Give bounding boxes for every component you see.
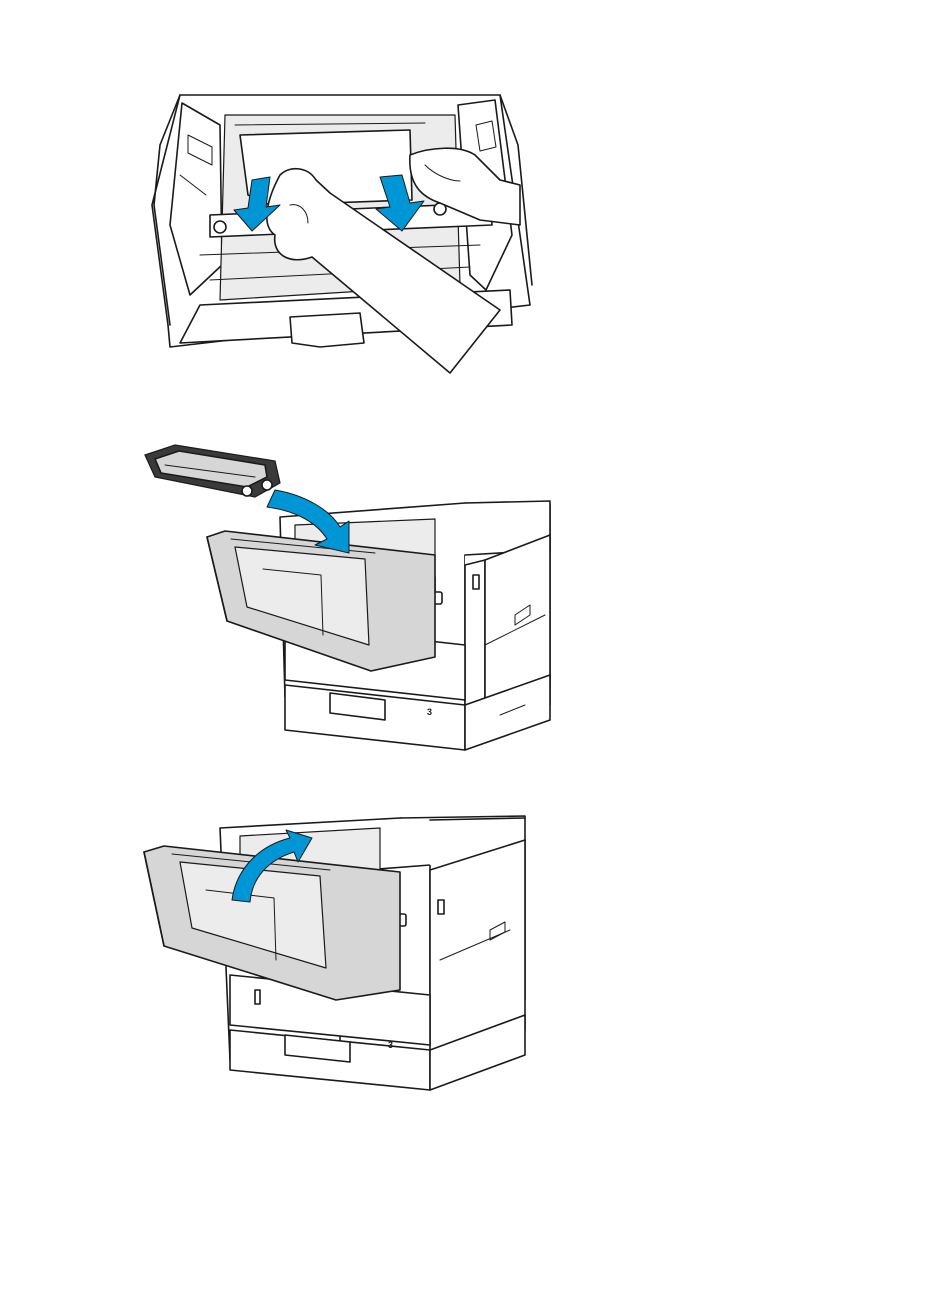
toner-cartridge-illustration [145,445,280,497]
printer-open-top-illustration [140,85,540,375]
printer-front-door-open-illustration: 3 [135,435,565,760]
tray-number-label: 3 [388,1040,393,1050]
figure-remove-jammed-paper [140,85,540,375]
figure-close-front-door: 3 [140,810,540,1095]
figure-reinsert-toner-cartridge: 3 [135,435,565,760]
printer-front-door-closing-illustration: 3 [140,810,540,1095]
tray-number-label: 3 [427,707,432,717]
